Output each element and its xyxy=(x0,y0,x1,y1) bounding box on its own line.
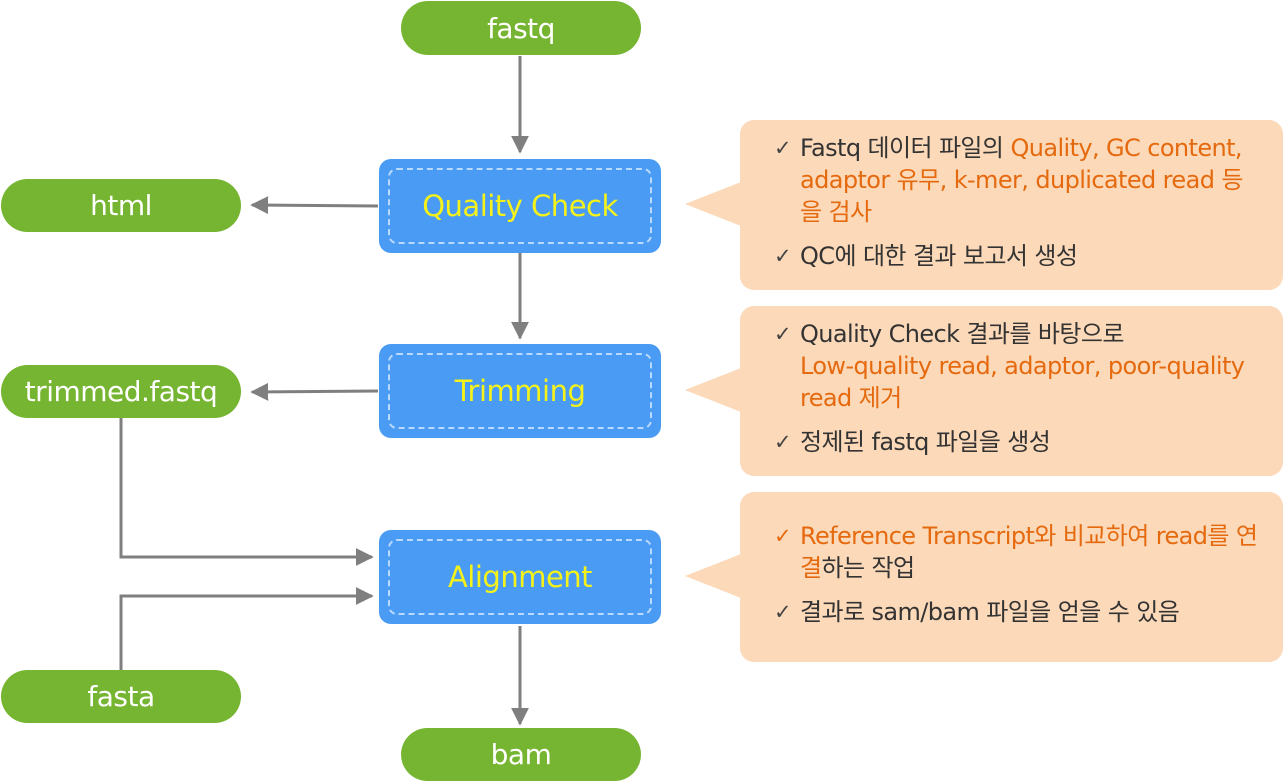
arrow-trimming-to-trimmed-fastq xyxy=(250,382,379,401)
callout-item: ✓ Quality Check 결과를 바탕으로 Low-quality rea… xyxy=(774,318,1263,414)
arrow-fasta-to-alignment xyxy=(119,587,374,670)
callout-text: 정제된 fastq 파일을 생성 xyxy=(800,428,1051,456)
node-fasta: fasta xyxy=(1,670,241,723)
arrow-trimmed-fastq-to-alignment xyxy=(119,418,374,566)
callout-highlight: Reference Transcript와 비교하여 read를 연결 xyxy=(800,522,1258,582)
checkmark-icon: ✓ xyxy=(774,322,792,346)
callout-highlight: Quality, GC content, adaptor 유무, k-mer, … xyxy=(800,134,1243,226)
step-trimming-label: Trimming xyxy=(388,353,652,429)
callout-trimming: ✓ Quality Check 결과를 바탕으로 Low-quality rea… xyxy=(685,306,1283,476)
callout-highlight: Low-quality read, adaptor, poor-quality … xyxy=(800,352,1245,412)
callout-item: ✓ Reference Transcript와 비교하여 read를 연결하는 … xyxy=(774,520,1263,584)
callout-item: ✓ QC에 대한 결과 보고서 생성 xyxy=(774,240,1263,272)
step-alignment-label: Alignment xyxy=(388,539,652,615)
node-html: html xyxy=(1,179,241,232)
checkmark-icon: ✓ xyxy=(774,524,792,548)
arrow-qc-to-html xyxy=(250,196,379,215)
callout-text: QC에 대한 결과 보고서 생성 xyxy=(800,242,1078,270)
callout-alignment: ✓ Reference Transcript와 비교하여 read를 연결하는 … xyxy=(685,492,1283,662)
checkmark-icon: ✓ xyxy=(774,600,792,624)
callout-item: ✓ 정제된 fastq 파일을 생성 xyxy=(774,426,1263,458)
checkmark-icon: ✓ xyxy=(774,136,792,160)
callout-quality-check: ✓ Fastq 데이터 파일의 Quality, GC content, ada… xyxy=(685,120,1283,290)
node-fastq: fastq xyxy=(401,1,641,55)
callout-text: 하는 작업 xyxy=(821,554,915,582)
step-trimming: Trimming xyxy=(379,344,661,438)
callout-text: Fastq 데이터 파일의 xyxy=(800,134,1011,162)
step-quality-check: Quality Check xyxy=(379,159,661,253)
callout-text: 결과로 sam/bam 파일을 얻을 수 있음 xyxy=(800,598,1180,626)
checkmark-icon: ✓ xyxy=(774,244,792,268)
callout-text: Quality Check 결과를 바탕으로 xyxy=(800,320,1124,348)
node-trimmed-fastq: trimmed.fastq xyxy=(1,365,241,418)
callout-item: ✓ Fastq 데이터 파일의 Quality, GC content, ada… xyxy=(774,132,1263,228)
callout-item: ✓ 결과로 sam/bam 파일을 얻을 수 있음 xyxy=(774,596,1263,628)
step-quality-check-label: Quality Check xyxy=(388,168,652,244)
checkmark-icon: ✓ xyxy=(774,430,792,454)
step-alignment: Alignment xyxy=(379,530,661,624)
node-bam: bam xyxy=(401,728,641,781)
